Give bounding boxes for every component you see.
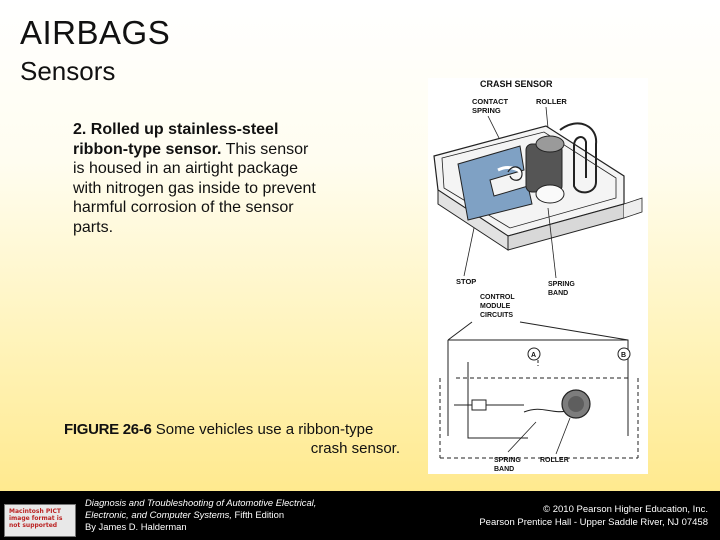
copyright-notice: © 2010 Pearson Higher Education, Inc. Pe… <box>408 503 708 529</box>
contact-label: CONTACT <box>472 97 509 106</box>
terminal-a-label: A <box>531 352 536 359</box>
stop-label: STOP <box>456 277 476 286</box>
footer-bar: Macintosh PICT image format is not suppo… <box>0 491 720 540</box>
roller-top-label: ROLLER <box>536 97 567 106</box>
body-bold-text: 2. Rolled up stainless-steel ribbon-type… <box>73 121 279 158</box>
roller-shape <box>525 135 565 204</box>
spring-band-top-label-1: SPRING <box>548 281 575 288</box>
spring-band-top-label-2: BAND <box>548 290 568 297</box>
publisher-logo-placeholder: Macintosh PICT image format is not suppo… <box>4 504 76 537</box>
spring-band-bottom-label-2: BAND <box>494 466 514 473</box>
roller-bottom-label: ROLLER <box>540 457 569 464</box>
control-label: CONTROL <box>480 294 515 301</box>
crash-sensor-figure: CRASH SENSOR CONTACT SPRING ROLLER ST <box>428 78 648 474</box>
spring-band-shape <box>457 145 533 221</box>
module-label: MODULE <box>480 303 511 310</box>
circuit-schematic <box>439 321 639 459</box>
caption-line-2: crash sensor. <box>310 440 400 457</box>
figure-caption: FIGURE 26-6 Some vehicles use a ribbon-t… <box>64 420 400 458</box>
slide-title: AIRBAGS <box>20 14 171 51</box>
contact-spring-label: SPRING <box>472 106 501 115</box>
slide-subtitle: Sensors <box>20 56 116 86</box>
figure-title-label: CRASH SENSOR <box>480 79 553 89</box>
book-title-line-2: Electronic, and Computer Systems, Fifth … <box>85 509 385 521</box>
copyright-line: © 2010 Pearson Higher Education, Inc. <box>543 504 708 515</box>
spring-band-bottom-label-1: SPRING <box>494 457 521 464</box>
body-text: 2. Rolled up stainless-steel ribbon-type… <box>73 120 323 237</box>
circuits-label: CIRCUITS <box>480 312 513 319</box>
publisher-line: Pearson Prentice Hall - Upper Saddle Riv… <box>479 517 708 528</box>
body-rest-text: This sensor is housed in an airtight pac… <box>73 140 316 236</box>
book-citation: Diagnosis and Troubleshooting of Automot… <box>85 497 385 534</box>
terminal-a-circle <box>527 347 541 361</box>
book-edition: Fifth Edition <box>231 509 285 521</box>
terminal-b-circle <box>617 347 631 361</box>
caption-label: FIGURE 26-6 <box>64 421 152 438</box>
caption-line-1: Some vehicles use a ribbon-type <box>151 421 374 438</box>
crash-sensor-diagram: CRASH SENSOR CONTACT SPRING ROLLER ST <box>433 79 643 473</box>
book-author: By James D. Halderman <box>85 521 187 533</box>
book-title-line-2-italic: Electronic, and Computer Systems, <box>85 509 232 521</box>
terminal-b-label: B <box>621 352 626 359</box>
book-title-line-1: Diagnosis and Troubleshooting of Automot… <box>85 497 317 508</box>
